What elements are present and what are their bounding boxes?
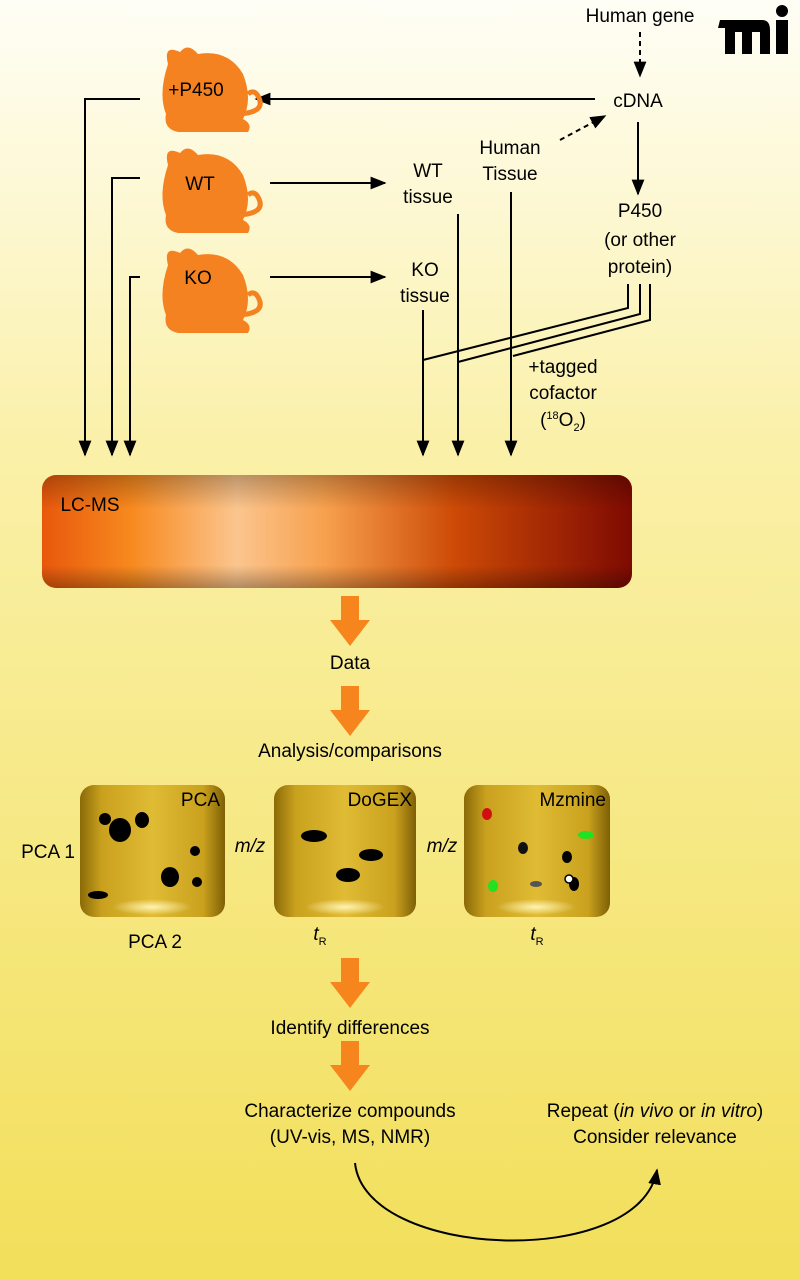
p450-label-3: protein)	[608, 257, 672, 278]
lcms-instrument	[42, 475, 632, 588]
data-label: Data	[330, 653, 371, 674]
dogex-y-label: m/z	[235, 836, 266, 857]
identify-label: Identify differences	[270, 1018, 429, 1039]
lcms-label: LC-MS	[60, 495, 119, 516]
mouse-p450-label: +P450	[168, 80, 223, 101]
pca-title: PCA	[181, 790, 220, 811]
cdna-label: cDNA	[613, 91, 663, 112]
mouse-wt-label: WT	[185, 174, 215, 195]
wt-tissue-label-1: WT	[413, 161, 443, 182]
journal-logo	[718, 5, 788, 54]
human-tissue-label-2: Tissue	[482, 164, 537, 185]
cofactor-label-2: cofactor	[529, 383, 597, 404]
protein-to-ko-line	[422, 284, 629, 361]
p450-label-2: (or other	[604, 230, 676, 251]
dogex-x-label: tR	[313, 924, 326, 948]
mzmine-y-label: m/z	[427, 836, 458, 857]
characterize-label-1: Characterize compounds	[244, 1101, 455, 1122]
protein-to-wt-line	[457, 284, 641, 363]
ko-mouse-to-lcms-arrow	[123, 276, 140, 457]
mzmine-panel	[464, 785, 610, 917]
characterize-label-2: (UV-vis, MS, NMR)	[270, 1127, 430, 1148]
dogex-panel	[274, 785, 416, 917]
pca-panel	[80, 785, 225, 917]
wt-tissue-label-2: tissue	[403, 187, 453, 208]
ko-tissue-label-2: tissue	[400, 286, 450, 307]
cycle-arrow	[354, 1162, 661, 1242]
dogex-title: DoGEX	[348, 790, 413, 811]
human-tissue-label-1: Human	[479, 138, 540, 159]
cofactor-label-1: +tagged	[528, 357, 597, 378]
protein-to-human-line	[512, 284, 651, 357]
ko-tissue-label-1: KO	[411, 260, 438, 281]
consider-relevance-label: Consider relevance	[573, 1127, 737, 1148]
repeat-label: Repeat (in vivo or in vitro)	[547, 1101, 763, 1122]
cofactor-isotope: (18O2)	[540, 410, 586, 434]
p450-mouse-to-lcms-arrow	[78, 98, 140, 457]
p450-label-1: P450	[618, 201, 662, 222]
human-gene-label: Human gene	[586, 6, 695, 27]
wt-mouse-to-lcms-arrow	[105, 177, 140, 457]
mouse-ko-label: KO	[184, 268, 211, 289]
mzmine-title: Mzmine	[539, 790, 606, 811]
pca-y-label: PCA 1	[21, 842, 75, 863]
pca-x-label: PCA 2	[128, 932, 182, 953]
analysis-label: Analysis/comparisons	[258, 741, 442, 762]
mzmine-x-label: tR	[530, 924, 543, 948]
